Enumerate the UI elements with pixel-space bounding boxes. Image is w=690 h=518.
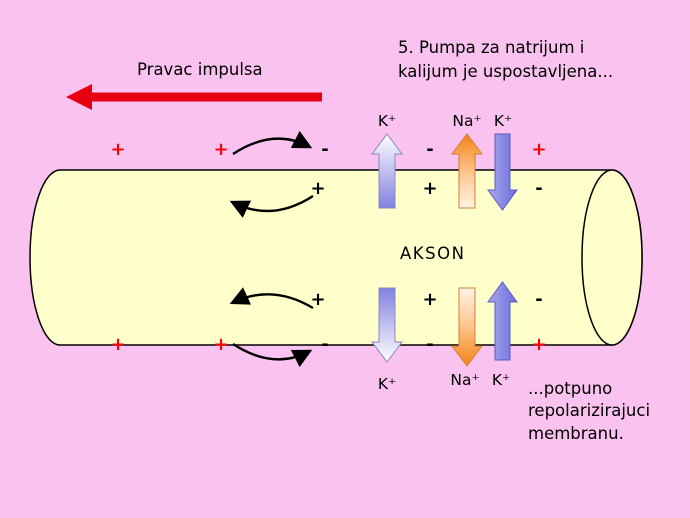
- axon-label: AKSON: [400, 244, 466, 263]
- minus-sign: -: [535, 289, 543, 310]
- plus-sign: +: [110, 139, 126, 160]
- local-current-loops: [229, 130, 314, 368]
- na-pump-arrow-top-out: [451, 133, 483, 209]
- current-loop-arrow-top-upper: [232, 130, 313, 156]
- minus-sign: -: [321, 139, 329, 160]
- minus-sign: -: [426, 334, 434, 355]
- plus-sign: +: [310, 178, 326, 199]
- current-loop-arrow-top-lower: [229, 194, 314, 218]
- k-ion-label-top-right: K⁺: [493, 112, 513, 130]
- k-ion-label-bottom: K⁺: [377, 375, 397, 393]
- minus-sign: -: [535, 178, 543, 199]
- k-ion-label-top: K⁺: [377, 112, 397, 130]
- axon-cylinder: [29, 169, 643, 346]
- impulse-direction-label: Pravac impulsa: [137, 60, 263, 79]
- plus-sign: +: [422, 289, 438, 310]
- axon-body: [29, 169, 643, 346]
- na-ion-label-bottom: Na⁺: [450, 371, 480, 389]
- plus-sign: +: [531, 139, 547, 160]
- axon-end-cap: [581, 169, 643, 346]
- k-pump-arrow-top-out: [371, 133, 403, 209]
- current-loop-arrow-bottom-upper: [229, 287, 314, 310]
- k-pump-arrow-bottom-in: [487, 281, 518, 361]
- impulse-direction-arrow: [66, 84, 322, 110]
- k-pump-arrow-top-in: [487, 133, 518, 211]
- plus-sign: +: [110, 334, 126, 355]
- minus-sign: -: [426, 139, 434, 160]
- k-pump-arrow-bottom-out: [371, 287, 403, 363]
- slide-title: 5. Pumpa za natrijum i kalijum je uspost…: [398, 38, 614, 81]
- current-loop-arrow-bottom-lower: [232, 342, 313, 368]
- k-ion-label-bottom-right: K⁺: [491, 371, 511, 389]
- closing-text: ...potpuno repolarizirajuci membranu.: [528, 379, 651, 443]
- plus-sign: +: [422, 178, 438, 199]
- na-ion-label-top: Na⁺: [452, 112, 482, 130]
- na-pump-arrow-bottom-out: [451, 287, 483, 367]
- plus-sign: +: [213, 334, 229, 355]
- plus-sign: +: [531, 334, 547, 355]
- plus-sign: +: [213, 139, 229, 160]
- plus-sign: +: [310, 289, 326, 310]
- minus-sign: -: [321, 334, 329, 355]
